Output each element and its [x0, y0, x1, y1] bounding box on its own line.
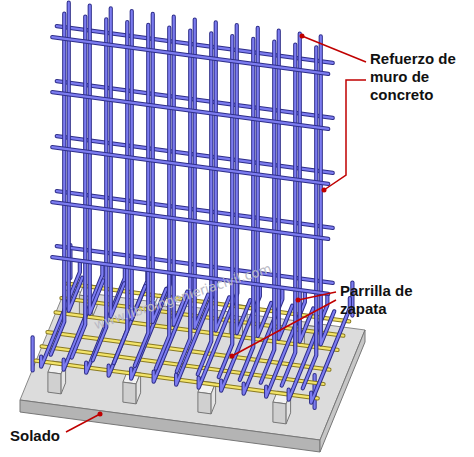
wall-vertical-bar	[300, 34, 314, 342]
wall-leader	[302, 36, 366, 62]
wall-vertical-bar	[240, 39, 254, 380]
chair-block	[273, 402, 286, 424]
chair-block	[123, 382, 136, 404]
part-label: Parrilla de zapata	[340, 282, 440, 318]
chair-block	[48, 372, 61, 394]
wall-vertical-bar	[198, 33, 212, 374]
wall-horizontal-bar	[52, 202, 328, 239]
grid-leader-dot	[230, 354, 235, 359]
wall-vertical-bar	[303, 47, 317, 388]
wall-vertical-bar	[219, 36, 233, 377]
wall-leader	[324, 80, 366, 190]
wall-vertical-bar	[156, 28, 170, 369]
part-label: Refuerzo de muro de concreto	[370, 50, 470, 104]
part-label: Solado	[10, 427, 70, 445]
wall-vertical-bar	[177, 31, 191, 372]
wall-vertical-bar	[237, 25, 251, 333]
slab-leader	[66, 414, 100, 432]
chair-block	[198, 392, 211, 414]
wall-vertical-bar	[279, 31, 293, 339]
grid-leader-dot	[296, 298, 301, 303]
wall-vertical-bar	[111, 8, 125, 316]
wall-vertical-bar	[174, 17, 188, 325]
wall-vertical-bar	[90, 6, 104, 314]
grid-leader	[298, 292, 336, 300]
wall-vertical-bar	[93, 19, 107, 360]
wall-vertical-bar	[72, 17, 86, 358]
wall-vertical-bar	[51, 14, 65, 355]
grid-leader	[232, 300, 336, 356]
wall-horizontal-bar	[52, 37, 328, 74]
slab-front	[20, 400, 320, 452]
wall-horizontal-bar	[52, 92, 328, 129]
wall-vertical-bar	[258, 28, 272, 336]
wall-vertical-bar	[69, 3, 83, 311]
chair-block	[136, 373, 141, 404]
wall-horizontal-bar	[52, 147, 328, 184]
wall-vertical-bar	[261, 42, 275, 383]
starter-bar	[32, 337, 33, 370]
slab-leader-dot	[98, 412, 103, 417]
wall-leader-dot	[322, 188, 327, 193]
wall-vertical-bar	[282, 45, 296, 386]
wall-vertical-bar	[321, 36, 335, 344]
wall-leader-dot	[300, 34, 305, 39]
wall-vertical-bar	[153, 14, 167, 322]
wall-vertical-bar	[132, 11, 146, 319]
chair-block	[211, 383, 216, 414]
